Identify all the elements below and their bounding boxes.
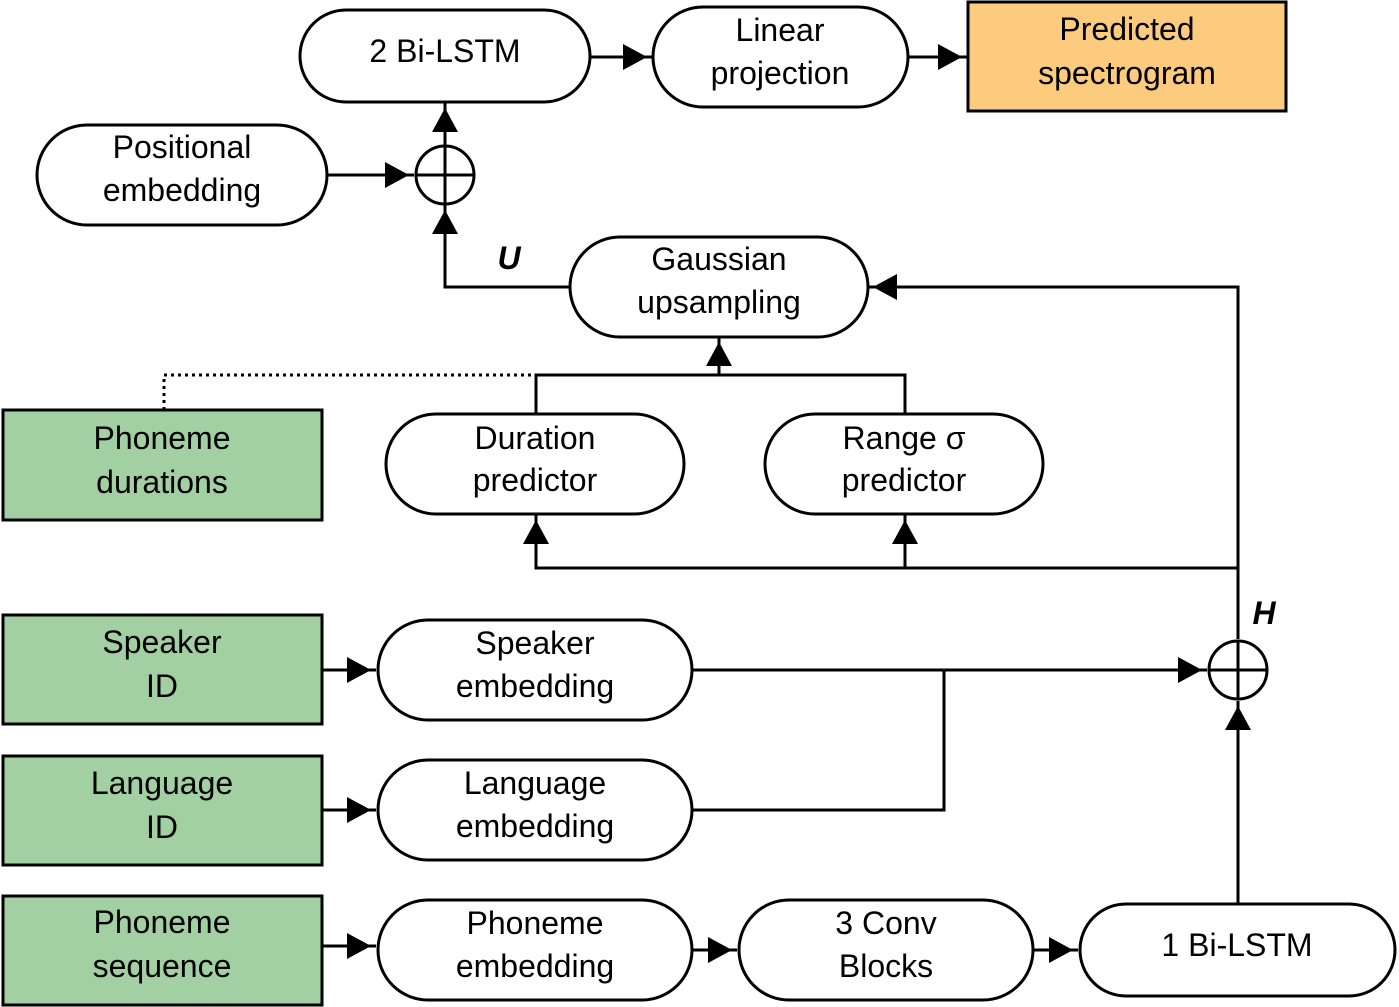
node-label-line-1: Phoneme — [94, 420, 231, 456]
node-linear-projection: Linear projection — [651, 5, 910, 109]
node-label-line-2: ID — [146, 809, 178, 845]
node-gaussian-upsampling: Gaussian upsampling — [568, 235, 870, 339]
node-duration-predictor: Duration predictor — [384, 412, 686, 516]
node-label: 2 Bi-LSTM — [369, 33, 520, 69]
input-box — [1, 408, 324, 522]
node-label-line-1: Predicted — [1059, 11, 1194, 47]
node-label-line-2: upsampling — [637, 284, 801, 320]
output-box — [966, 0, 1288, 113]
node-label-line-1: Range σ — [843, 420, 966, 456]
node-label-line-2: ID — [146, 668, 178, 704]
node-label-line-1: Duration — [475, 420, 596, 456]
input-language-id: Language ID — [1, 754, 324, 867]
node-bi-lstm-1: 1 Bi-LSTM — [1078, 902, 1397, 998]
node-shape — [376, 898, 694, 1002]
node-language-embedding: Language embedding — [376, 758, 694, 862]
node-positional-embedding: Positional embedding — [35, 123, 329, 227]
node-shape — [384, 412, 686, 516]
node-label-line-2: embedding — [456, 668, 614, 704]
node-shape — [737, 898, 1035, 1002]
node-label-line-1: Speaker — [102, 624, 222, 660]
edge-gaussian-to-sum-u — [432, 205, 570, 289]
node-shape — [376, 758, 694, 862]
label-u: U — [497, 240, 521, 276]
node-label-line-1: Gaussian — [651, 241, 786, 277]
input-box — [1, 754, 324, 867]
node-shape — [763, 412, 1045, 516]
input-speaker-id: Speaker ID — [1, 613, 324, 726]
node-label-line-2: Blocks — [839, 948, 933, 984]
node-conv-blocks: 3 Conv Blocks — [737, 898, 1035, 1002]
node-label-line-2: predictor — [842, 462, 967, 498]
edge-phoneme-durations-dotted — [162, 373, 536, 410]
node-label-line-1: Language — [91, 765, 233, 801]
node-label-line-2: projection — [711, 55, 850, 91]
node-label-line-1: Phoneme — [94, 904, 231, 940]
node-bi-lstm-2: 2 Bi-LSTM — [298, 8, 592, 104]
node-label-line-1: Linear — [736, 12, 825, 48]
output-predicted-spectrogram: Predicted spectrogram — [966, 0, 1288, 113]
node-shape — [1078, 902, 1397, 998]
node-range-predictor: Range σ predictor — [763, 412, 1045, 516]
edges — [162, 44, 1251, 963]
node-shape — [651, 5, 910, 109]
node-label-line-1: 3 Conv — [835, 905, 936, 941]
node-shape — [298, 8, 592, 104]
edge-h-to-gaussian — [868, 274, 1240, 568]
node-label-line-1: Phoneme — [467, 905, 604, 941]
node-label-line-1: Positional — [113, 129, 252, 165]
node-label-line-2: sequence — [93, 948, 232, 984]
node-label: 1 Bi-LSTM — [1161, 927, 1312, 963]
label-h: H — [1252, 595, 1276, 631]
sum-u — [414, 144, 476, 206]
input-box — [1, 894, 324, 1007]
node-label-line-2: spectrogram — [1038, 55, 1216, 91]
node-label-line-1: Speaker — [475, 625, 595, 661]
edge-predictors-bus — [534, 373, 907, 413]
node-shape — [568, 235, 870, 339]
sum-h: H — [1207, 595, 1276, 701]
node-speaker-embedding: Speaker embedding — [376, 618, 694, 722]
node-phoneme-embedding: Phoneme embedding — [376, 898, 694, 1002]
edge-h-to-duration-predictor — [523, 515, 1238, 570]
node-label-line-2: embedding — [103, 172, 261, 208]
node-label-line-2: embedding — [456, 948, 614, 984]
input-phoneme-durations: Phoneme durations — [1, 408, 324, 522]
input-phoneme-sequence: Phoneme sequence — [1, 894, 324, 1007]
node-label-line-2: durations — [96, 464, 228, 500]
node-shape — [35, 123, 329, 227]
node-label-line-1: Language — [464, 765, 606, 801]
node-label-line-2: embedding — [456, 808, 614, 844]
node-shape — [376, 618, 694, 722]
node-label-line-2: predictor — [473, 462, 598, 498]
edge-language-emb-to-speaker-line — [692, 670, 946, 812]
input-box — [1, 613, 324, 726]
